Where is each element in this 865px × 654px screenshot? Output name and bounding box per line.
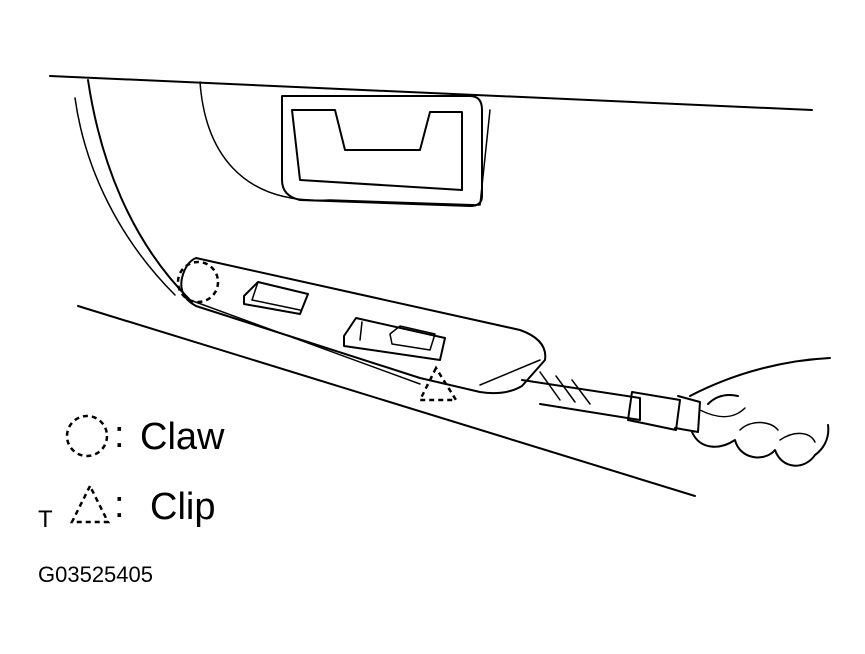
hand <box>689 357 831 467</box>
door-inner-curve <box>74 97 176 296</box>
legend-clip-icon <box>69 483 111 524</box>
door-top-edge <box>49 75 813 111</box>
armrest-recess <box>199 81 491 206</box>
figure-code: G03525405 <box>38 562 153 587</box>
inside-handle-lever <box>291 109 463 191</box>
door-lower-line <box>77 305 696 497</box>
door-outer-curve <box>87 79 191 301</box>
legend-claw-label: Claw <box>140 416 225 458</box>
legend-clip-separator: : <box>114 484 125 526</box>
clip-marker <box>417 365 459 402</box>
harness-connector <box>627 391 681 431</box>
window-switch-master <box>343 317 446 361</box>
window-switch-left <box>243 281 309 315</box>
legend-clip-prefix: T <box>38 506 53 533</box>
legend-claw-separator: : <box>114 414 125 456</box>
claw-marker <box>176 260 220 304</box>
switch-panel <box>180 257 547 395</box>
legend-clip-label: Clip <box>150 486 216 528</box>
switch-panel-edge <box>479 359 541 386</box>
legend-claw-icon <box>65 414 109 458</box>
inside-handle-bezel <box>281 95 483 207</box>
wire-harness <box>521 379 641 421</box>
